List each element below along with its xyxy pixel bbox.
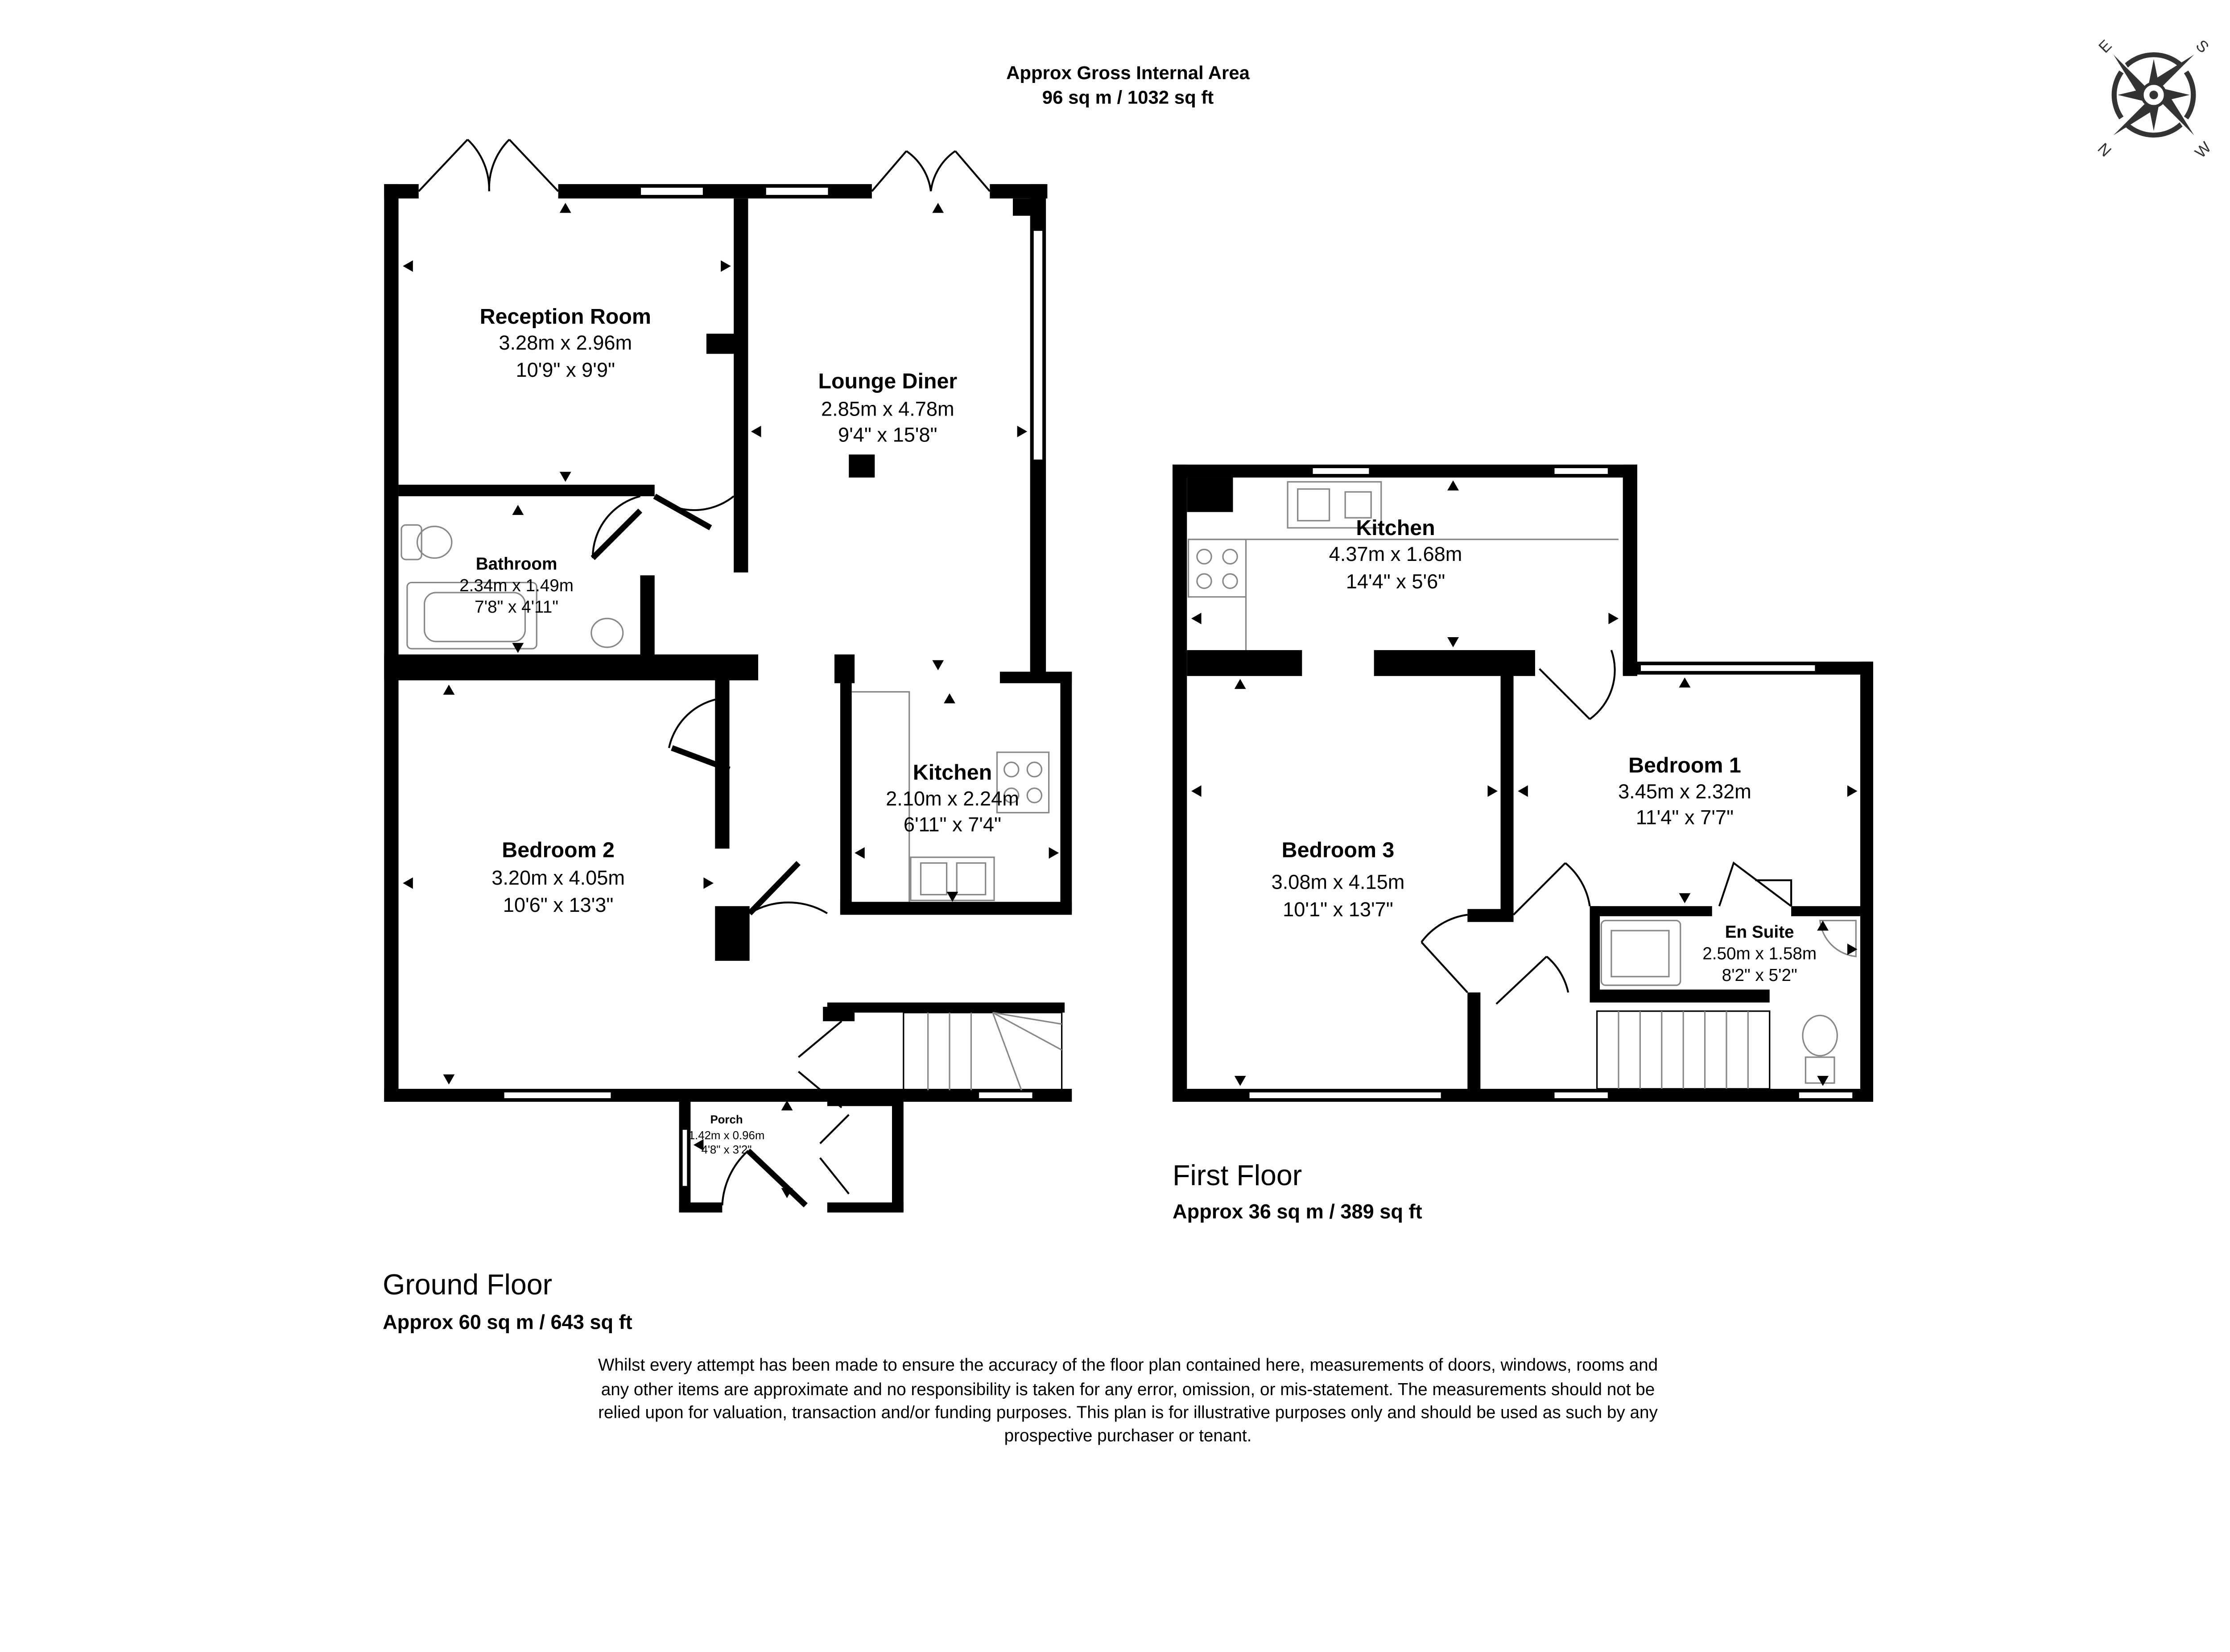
room-imperial: 9'4" x 15'8" bbox=[838, 423, 937, 446]
ground-floor-area: Approx 60 sq m / 643 sq ft bbox=[383, 1311, 632, 1334]
room-metric: 3.45m x 2.32m bbox=[1618, 780, 1751, 803]
room-name: En Suite bbox=[1725, 923, 1794, 942]
room-metric: 2.10m x 2.24m bbox=[886, 787, 1019, 810]
room-metric: 3.28m x 2.96m bbox=[499, 331, 632, 354]
room-name: Porch bbox=[710, 1113, 743, 1126]
disclaimer-line: any other items are approximate and no r… bbox=[601, 1380, 1655, 1399]
room-imperial: 4'8" x 3'2" bbox=[702, 1144, 752, 1156]
room-metric: 3.08m x 4.15m bbox=[1272, 871, 1405, 894]
bath-fixture bbox=[406, 581, 537, 650]
room-imperial: 14'4" x 5'6" bbox=[1346, 570, 1445, 593]
room-name: Kitchen bbox=[1356, 516, 1435, 540]
room-imperial: 10'1" x 13'7" bbox=[1283, 898, 1393, 921]
room-metric: 3.20m x 4.05m bbox=[491, 866, 625, 889]
room-imperial: 10'9" x 9'9" bbox=[516, 358, 615, 381]
disclaimer-line: Whilst every attempt has been made to en… bbox=[598, 1355, 1658, 1375]
hob-fixture bbox=[1187, 539, 1247, 598]
room-name: Bedroom 1 bbox=[1628, 753, 1741, 777]
first-floor-area: Approx 36 sq m / 389 sq ft bbox=[1173, 1200, 1422, 1223]
room-metric: 2.34m x 1.49m bbox=[459, 576, 574, 595]
room-name: Lounge Diner bbox=[818, 369, 957, 393]
room-imperial: 10'6" x 13'3" bbox=[503, 894, 614, 916]
room-imperial: 11'4" x 7'7" bbox=[1636, 806, 1734, 828]
staircase bbox=[1596, 1010, 1771, 1090]
room-metric: 1.42m x 0.96m bbox=[689, 1129, 765, 1142]
toilet-fixture bbox=[401, 524, 453, 560]
ground-floor-plan: Reception Room 3.28m x 2.96m 10'9" x 9'9… bbox=[384, 139, 1072, 1213]
room-name: Bathroom bbox=[476, 554, 558, 573]
room-metric: 4.37m x 1.68m bbox=[1329, 543, 1462, 565]
first-floor-plan: Kitchen 4.37m x 1.68m 14'4" x 5'6" Bedro… bbox=[1173, 464, 1873, 1102]
shower-fixture bbox=[1600, 919, 1681, 986]
disclaimer-line: prospective purchaser or tenant. bbox=[1004, 1426, 1252, 1445]
hob-fixture bbox=[996, 751, 1050, 814]
room-metric: 2.85m x 4.78m bbox=[821, 397, 954, 420]
room-imperial: 6'11" x 7'4" bbox=[904, 813, 1001, 836]
room-metric: 2.50m x 1.58m bbox=[1702, 944, 1817, 964]
first-floor-label: First Floor bbox=[1173, 1159, 1302, 1191]
room-imperial: 7'8" x 4'11" bbox=[475, 597, 558, 617]
room-name: Bedroom 2 bbox=[502, 838, 615, 862]
disclaimer-line: relied upon for valuation, transaction a… bbox=[598, 1403, 1658, 1422]
room-name: Reception Room bbox=[480, 305, 651, 329]
staircase bbox=[903, 1012, 1063, 1091]
sink-fixture bbox=[1287, 481, 1382, 529]
toilet-fixture bbox=[1802, 1014, 1838, 1084]
gross-area-title: Approx Gross Internal Area bbox=[1006, 62, 1250, 83]
ground-floor-label: Ground Floor bbox=[383, 1269, 552, 1301]
gross-area-value: 96 sq m / 1032 sq ft bbox=[1042, 87, 1214, 107]
floor-plan: Approx Gross Internal Area 96 sq m / 103… bbox=[383, 36, 2215, 1446]
room-name: Bedroom 3 bbox=[1282, 838, 1395, 862]
room-name: Kitchen bbox=[913, 760, 992, 784]
room-imperial: 8'2" x 5'2" bbox=[1722, 966, 1797, 985]
basin-fixture bbox=[591, 618, 624, 648]
